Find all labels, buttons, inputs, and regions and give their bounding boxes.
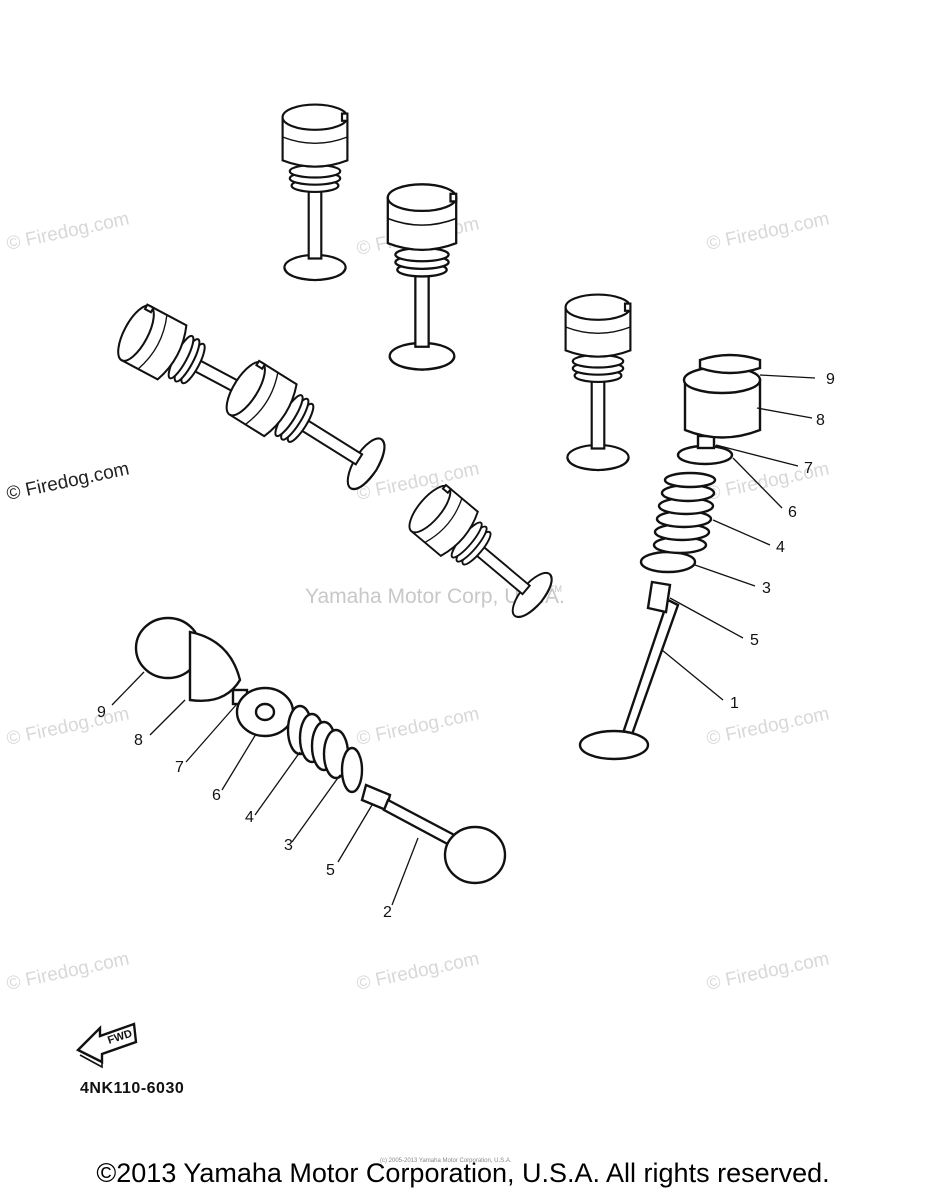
watermark-text: © Firedog.com [5,703,132,750]
valve-cotter [646,580,672,614]
callout-8: 8 [134,732,143,749]
watermark-text: © Firedog.com [705,208,832,255]
watermark-text: © Firedog.com [355,703,482,750]
callout-2: 2 [383,904,392,921]
valve-stem [620,598,680,742]
spring-seat [340,746,364,794]
valve-group-upper [110,103,632,626]
spring-seat [639,550,697,574]
valve-lifter [683,378,762,439]
exploded-valve-left: 9 8 7 6 4 3 5 2 [97,616,507,921]
callout-7: 7 [175,759,184,776]
callout-8: 8 [816,412,825,429]
callout-4: 4 [245,809,254,826]
callout-6: 6 [788,504,797,521]
valve-lifter [188,630,242,702]
fwd-arrow-icon: FWD [75,1022,138,1069]
tiny-copyright: (c) 2005-2013 Yamaha Motor Corporation, … [380,1158,512,1164]
valve-head [443,825,507,885]
watermark-text: © Firedog.com [355,948,482,995]
callout-3: 3 [762,580,771,597]
valve-spring [286,704,350,780]
callout-5: 5 [326,862,335,879]
valve-unit [218,355,394,498]
callout-1: 1 [730,695,739,712]
callout-7: 7 [804,460,813,477]
callout-9: 9 [97,704,106,721]
watermark-text: © Firedog.com [5,208,132,255]
watermark-text: © Firedog.com [5,948,132,995]
valve-unit [281,103,349,282]
part-code: 4NK110-6030 [80,1080,185,1097]
callout-6: 6 [212,787,221,804]
center-watermark: Yamaha Motor Corp, U.S.A. [305,585,565,608]
watermark-text: © Firedog.com [705,703,832,750]
center-watermark-tm: TM [549,584,562,594]
callout-9: 9 [826,371,835,388]
exploded-valve-right: 9 8 7 6 4 3 5 1 [578,353,835,761]
watermark-text: © Firedog.com [705,948,832,995]
valve-spring [652,471,717,555]
valve-unit [386,183,458,371]
valve-unit [564,293,632,472]
watermark-text: © Firedog.com [5,458,132,505]
callout-4: 4 [776,539,785,556]
valve-pad [698,353,762,375]
callout-5: 5 [750,632,759,649]
callout-3: 3 [284,837,293,854]
copyright-notice: ©2013 Yamaha Motor Corporation, U.S.A. A… [96,1158,830,1188]
valve-head [578,729,650,761]
